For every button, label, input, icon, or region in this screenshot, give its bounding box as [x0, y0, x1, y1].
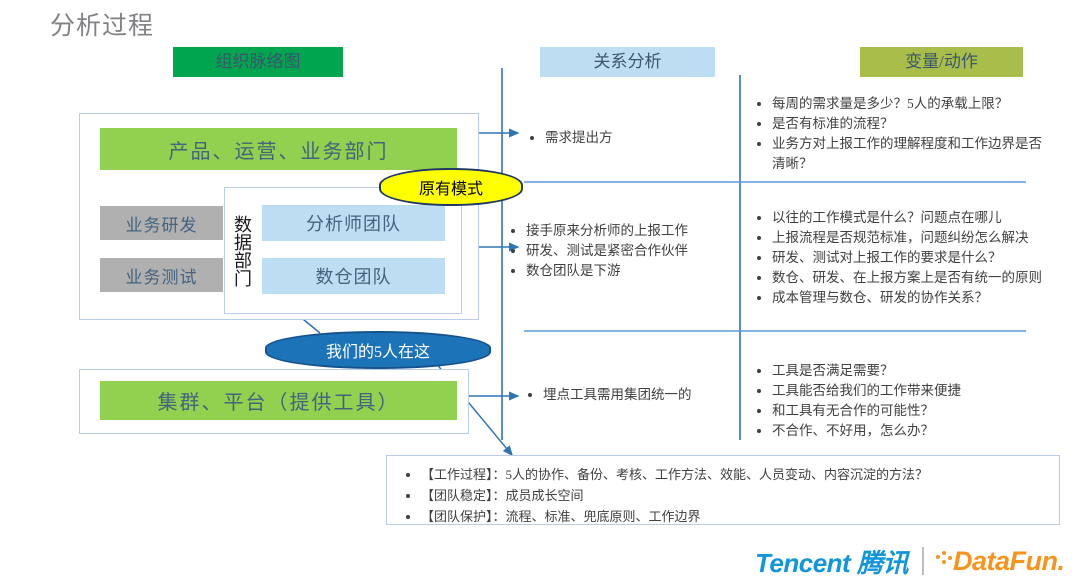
callout-our-five-people[interactable]: 我们的5人在这	[265, 331, 491, 369]
callout-old-mode[interactable]: 原有模式	[379, 168, 523, 206]
logo-divider	[921, 547, 924, 575]
relation-block-2-list: 接手原来分析师的上报工作研发、测试是紧密合作伙伴数仓团队是下游	[511, 221, 726, 281]
list-item: 不合作、不好用，怎么办？	[772, 421, 1054, 441]
list-item: 以往的工作模式是什么？问题点在哪儿	[772, 208, 1054, 228]
list-item: 成本管理与数仓、研发的协作关系？	[772, 288, 1054, 308]
list-item: 研发、测试是紧密合作伙伴	[526, 241, 726, 261]
bottom-summary-list: 【工作过程】：5人的协作、备份、考核、工作方法、效能、人员变动、内容沉淀的方法？…	[387, 464, 1059, 527]
footer-logos: Tencent 腾讯 DataFun.	[755, 543, 1075, 579]
relation-block-1: 需求提出方	[530, 128, 710, 148]
list-item: 业务方对上报工作的理解程度和工作边界是否清晰？	[772, 134, 1054, 174]
variable-block-1-list: 每周的需求量是多少？5人的承载上限？是否有标准的流程？业务方对上报工作的理解程度…	[754, 94, 1054, 174]
datafun-logo-text: DataFun.	[952, 545, 1065, 576]
variable-block-2-list: 以往的工作模式是什么？问题点在哪儿上报流程是否规范标准，问题纠纷怎么解决研发、测…	[754, 208, 1054, 308]
org-node-analyst-team[interactable]: 分析师团队	[262, 205, 445, 241]
list-item: 【团队稳定】：成员成长空间	[421, 485, 1059, 506]
variable-block-2: 以往的工作模式是什么？问题点在哪儿上报流程是否规范标准，问题纠纷怎么解决研发、测…	[754, 208, 1054, 308]
column-header-org: 组织脉络图	[173, 47, 343, 77]
list-item: 和工具有无合作的可能性？	[772, 401, 1054, 421]
page-title: 分析过程	[50, 12, 155, 40]
datafun-logo: DataFun.	[935, 545, 1065, 577]
list-item: 埋点工具需用集团统一的	[543, 385, 728, 405]
list-item: 工具能否给我们的工作带来便捷	[772, 381, 1054, 401]
org-node-qa[interactable]: 业务测试	[100, 258, 223, 292]
column-header-variable: 变量/动作	[860, 47, 1023, 77]
relation-block-2: 接手原来分析师的上报工作研发、测试是紧密合作伙伴数仓团队是下游	[511, 221, 726, 281]
list-item: 上报流程是否规范标准，问题纠纷怎么解决	[772, 228, 1054, 248]
org-node-warehouse-team[interactable]: 数仓团队	[262, 258, 445, 294]
list-item: 数仓、研发、在上报方案上是否有统一的原则	[772, 268, 1054, 288]
variable-block-3-list: 工具是否满足需要？工具能否给我们的工作带来便捷和工具有无合作的可能性？不合作、不…	[754, 361, 1054, 441]
list-item: 每周的需求量是多少？5人的承载上限？	[772, 94, 1054, 114]
column-header-relation: 关系分析	[540, 47, 715, 77]
list-item: 是否有标准的流程？	[772, 114, 1054, 134]
relation-block-3-list: 埋点工具需用集团统一的	[528, 385, 728, 405]
list-item: 接手原来分析师的上报工作	[526, 221, 726, 241]
datafun-dots-icon	[935, 551, 952, 571]
relation-block-3: 埋点工具需用集团统一的	[528, 385, 728, 405]
list-item: 数仓团队是下游	[526, 261, 726, 281]
bottom-summary-box: 【工作过程】：5人的协作、备份、考核、工作方法、效能、人员变动、内容沉淀的方法？…	[386, 455, 1060, 525]
list-item: 【团队保护】：流程、标准、兜底原则、工作边界	[421, 506, 1059, 527]
org-node-product[interactable]: 产品、运营、业务部门	[100, 128, 457, 170]
tencent-logo: Tencent 腾讯	[755, 547, 908, 578]
list-item: 研发、测试对上报工作的要求是什么？	[772, 248, 1054, 268]
org-node-data-department-label: 数据部门	[232, 214, 252, 287]
list-item: 需求提出方	[545, 128, 710, 148]
list-item: 【工作过程】：5人的协作、备份、考核、工作方法、效能、人员变动、内容沉淀的方法？	[421, 464, 1059, 485]
org-node-rnd[interactable]: 业务研发	[100, 206, 223, 240]
org-node-cluster-platform[interactable]: 集群、平台（提供工具）	[100, 381, 457, 420]
list-item: 工具是否满足需要？	[772, 361, 1054, 381]
variable-block-1: 每周的需求量是多少？5人的承载上限？是否有标准的流程？业务方对上报工作的理解程度…	[754, 94, 1054, 174]
relation-block-1-list: 需求提出方	[530, 128, 710, 148]
variable-block-3: 工具是否满足需要？工具能否给我们的工作带来便捷和工具有无合作的可能性？不合作、不…	[754, 361, 1054, 441]
